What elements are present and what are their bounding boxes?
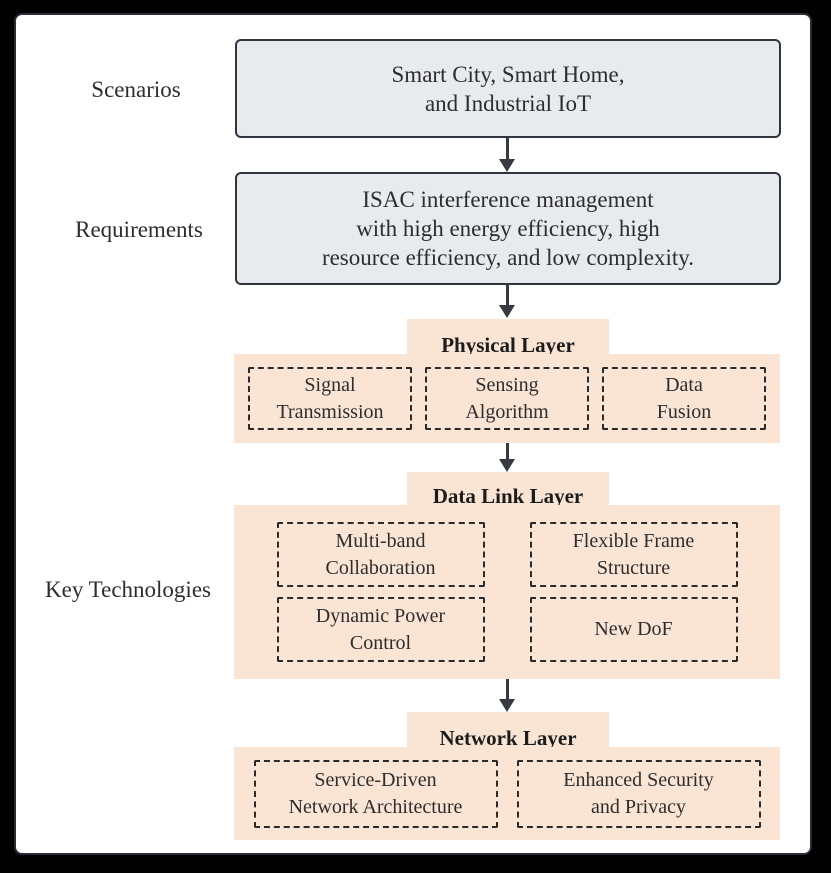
down-arrow-icon [499, 285, 515, 318]
arrow-head [499, 459, 515, 472]
arrow-shaft [505, 138, 509, 159]
tech-box-sensing-algorithm: Sensing Algorithm [425, 367, 589, 430]
row-label-requirements: Requirements [75, 217, 203, 242]
requirements-box: ISAC interference management with high e… [235, 172, 781, 285]
tech-box-new-dof: New DoF [529, 597, 738, 662]
tech-box-flexible-frame-structure: Flexible Frame Structure [529, 522, 738, 587]
data-link-layer-tab: Data Link Layer [407, 472, 609, 508]
scenarios-box-text: Smart City, Smart Home, and Industrial I… [391, 61, 625, 116]
arrow-head [499, 305, 515, 318]
tech-box-dynamic-power-control: Dynamic Power Control [276, 597, 485, 662]
arrow-shaft [505, 679, 509, 699]
diagram-panel: Scenarios Requirements Key Technologies … [14, 13, 812, 855]
arrow-head [499, 699, 515, 712]
row-label-scenarios: Scenarios [91, 77, 181, 102]
down-arrow-icon [499, 679, 515, 712]
down-arrow-icon [499, 443, 515, 472]
tech-box-enhanced-security-privacy: Enhanced Security and Privacy [516, 759, 761, 828]
tech-box-signal-transmission: Signal Transmission [248, 367, 412, 430]
requirements-box-text: ISAC interference management with high e… [321, 187, 695, 270]
arrow-shaft [505, 285, 509, 305]
arrow-head [499, 159, 515, 172]
data-link-layer-title: Data Link Layer [432, 484, 584, 508]
network-layer-band: Service-Driven Network Architecture Enha… [234, 747, 780, 840]
arrow-shaft [505, 443, 509, 459]
physical-layer-band: Signal Transmission Sensing Algorithm Da… [234, 354, 780, 443]
data-link-layer-band: Multi-band Collaboration Flexible Frame … [234, 505, 780, 679]
tech-box-data-fusion: Data Fusion [602, 367, 766, 430]
tech-box-service-driven-architecture: Service-Driven Network Architecture [253, 759, 498, 828]
network-layer-title: Network Layer [439, 726, 577, 750]
tech-box-multi-band-collaboration: Multi-band Collaboration [276, 522, 485, 587]
physical-layer-title: Physical Layer [441, 333, 575, 357]
row-label-key-technologies: Key Technologies [45, 577, 211, 602]
down-arrow-icon [499, 138, 515, 172]
network-layer-tab: Network Layer [407, 712, 609, 750]
scenarios-box: Smart City, Smart Home, and Industrial I… [235, 39, 781, 138]
physical-layer-tab: Physical Layer [407, 319, 609, 357]
